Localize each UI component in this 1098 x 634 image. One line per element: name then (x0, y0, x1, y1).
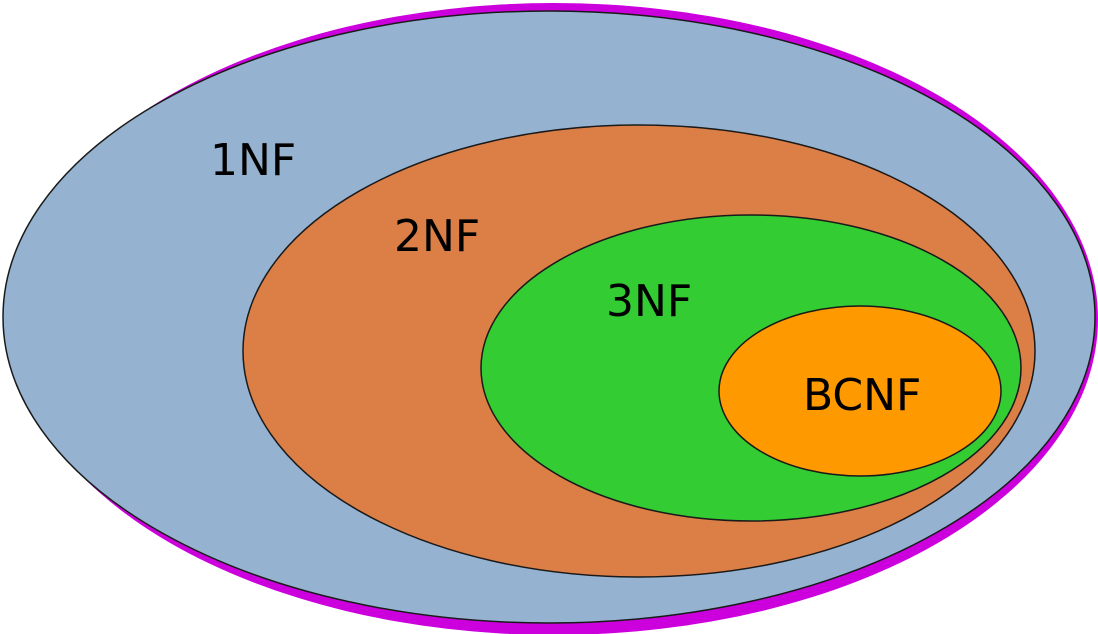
bcnf-label: BCNF (803, 370, 921, 421)
nf2-label: 2NF (394, 211, 480, 262)
nf1-label: 1NF (210, 135, 296, 186)
nf3-label: 3NF (606, 276, 692, 327)
bcnf-ellipse (718, 305, 1002, 477)
